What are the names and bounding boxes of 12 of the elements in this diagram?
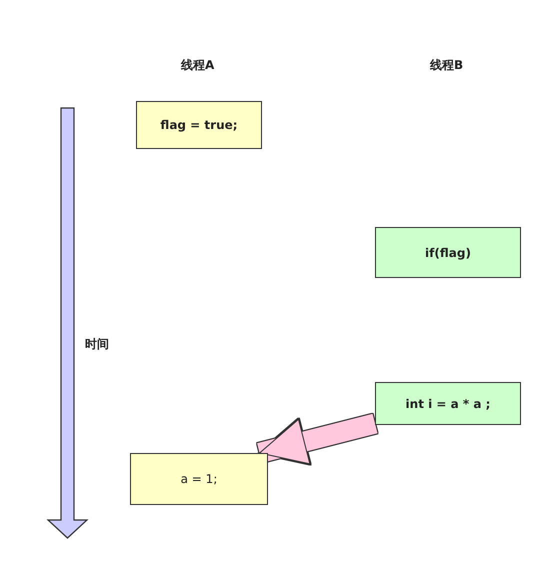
code-text: a = 1; <box>180 472 218 486</box>
code-box <box>375 227 521 278</box>
code-box <box>136 101 262 149</box>
code-text: flag = true; <box>160 118 238 132</box>
code-box <box>375 382 521 425</box>
axis-label: 时间 <box>85 336 109 353</box>
code-text: int i = a * a ; <box>406 396 490 410</box>
code-text: if(flag) <box>425 246 471 260</box>
code-box <box>130 453 268 505</box>
column-heading: 线程B <box>430 57 464 74</box>
column-heading: 线程A <box>181 57 214 74</box>
arrow <box>257 414 378 464</box>
